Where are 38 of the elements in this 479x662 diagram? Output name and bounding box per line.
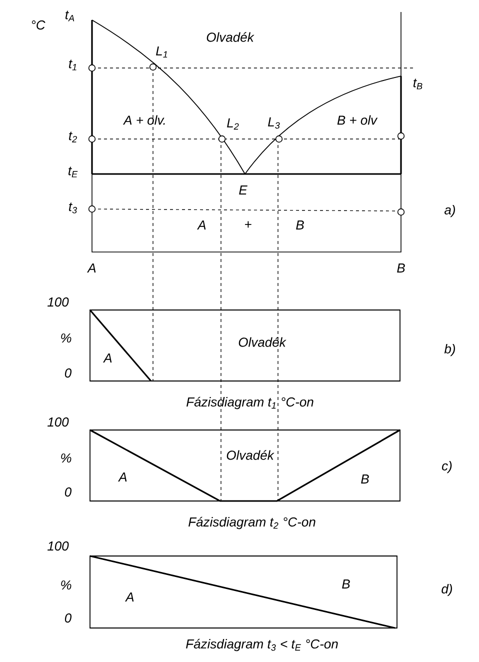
panel-caption: Fázisdiagram t$_{2}$ °C-on <box>188 516 316 530</box>
phase-box: A B <box>90 555 398 629</box>
region-label: A + olv. <box>122 115 165 125</box>
axis-unit: °C <box>32 20 46 30</box>
point-label: L$_{1}$ <box>156 46 168 58</box>
tick-label: % <box>61 453 72 463</box>
axis-label: B <box>397 264 405 272</box>
panel-caption: Fázisdiagram t$_{1}$ °C-on <box>186 396 314 410</box>
point-label: L$_{2}$ <box>227 118 239 130</box>
axis-label: A <box>87 264 96 272</box>
tick-label: 100 <box>47 297 69 307</box>
temperature-label: t$_{2}$ <box>69 132 77 142</box>
temperature-label: t$_{A}$ <box>66 10 74 22</box>
tick-label: 100 <box>47 541 69 551</box>
panel-letter: c) <box>442 460 452 474</box>
panel-caption: Fázisdiagram t$_{3}$ < t$_{E}$ °C-on <box>186 638 338 652</box>
panel-letter: b) <box>444 344 455 356</box>
region-label: A <box>197 220 206 230</box>
temperature-label: t$_{1}$ <box>69 60 76 70</box>
tick-label: 0 <box>64 613 72 623</box>
panel-letter: d) <box>442 584 452 596</box>
tick-label: 100 <box>47 417 69 427</box>
point-label: L$_{3}$ <box>268 117 280 129</box>
tick-label: % <box>61 333 72 343</box>
point-label: E <box>239 186 248 194</box>
panel-letter: a) <box>444 204 455 218</box>
region-label: + <box>245 221 252 228</box>
temperature-label: t$_{E}$ <box>68 166 78 178</box>
phase-box: A Olvadék <box>89 309 400 382</box>
region-label: Olvadék <box>206 32 254 42</box>
region-label: B + olv <box>337 115 378 125</box>
region-label: B <box>296 220 304 230</box>
phase-box: A Olvadék B <box>90 429 400 502</box>
tick-label: 0 <box>64 368 72 378</box>
tick-label: % <box>61 580 72 590</box>
tick-label: 0 <box>64 487 72 497</box>
temperature-label: t$_{3}$ <box>69 202 77 214</box>
temperature-label: t$_{B}$ <box>414 78 422 90</box>
